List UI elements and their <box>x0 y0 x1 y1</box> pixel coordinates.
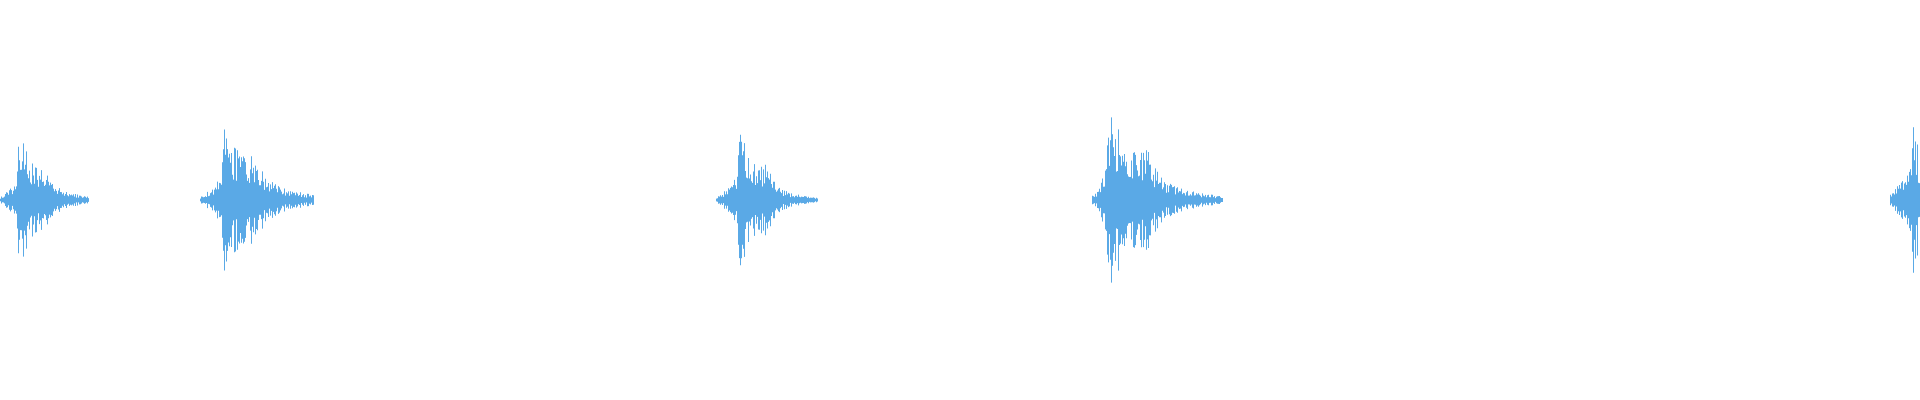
waveform-transient <box>200 129 314 271</box>
waveform-channel <box>0 117 1920 283</box>
waveform-transient <box>0 143 89 257</box>
waveform-transient <box>1890 127 1920 273</box>
waveform-transient <box>1092 117 1223 283</box>
waveform-transient <box>716 134 818 266</box>
